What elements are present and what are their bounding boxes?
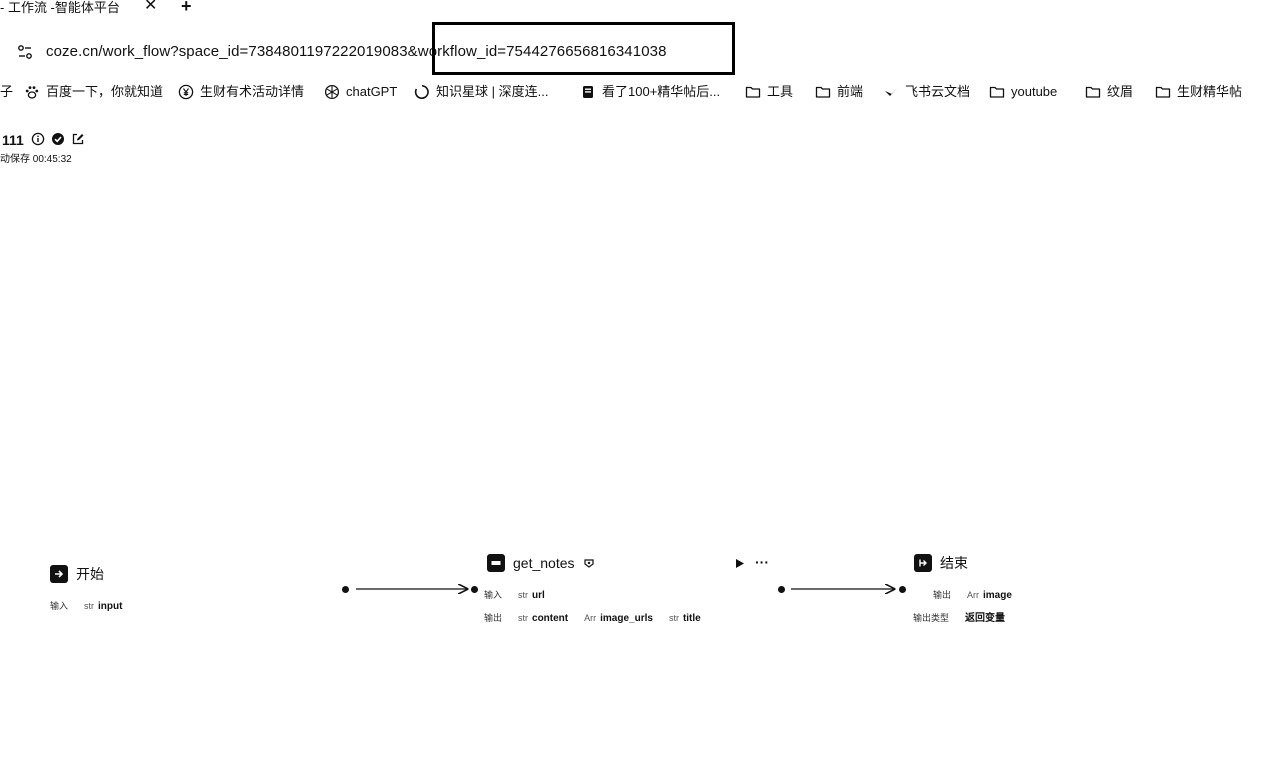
highlight-box [432, 22, 735, 75]
feishu-icon [885, 88, 897, 96]
folder-icon [989, 86, 1005, 98]
end-node-output-type: 输出类型 返回变量 [913, 612, 1005, 625]
get-notes-node-title: get_notes [513, 555, 575, 571]
get-notes-inputs: 输入 str url [484, 589, 545, 602]
bookmark-label: 纹眉 [1107, 84, 1134, 99]
start-node-icon [50, 565, 68, 583]
folder-icon [1155, 86, 1171, 98]
info-icon[interactable] [31, 132, 45, 146]
new-tab-icon[interactable]: + [181, 0, 192, 16]
end-node[interactable]: 结束 [914, 554, 968, 572]
output-label: 输出 [484, 613, 503, 623]
end-node-icon [914, 554, 932, 572]
bookmark-item[interactable]: 知识星球 | 深度连... [414, 82, 548, 102]
start-output-port[interactable] [342, 586, 349, 593]
tab-title[interactable]: - 工作流 -智能体平台 [0, 0, 120, 15]
edit-icon[interactable] [71, 132, 85, 146]
start-node-title: 开始 [76, 566, 104, 582]
type-badge: str [518, 590, 529, 600]
workflow-actions [31, 132, 85, 146]
type-badge: Arr [967, 590, 980, 600]
output-label: 输出 [933, 590, 952, 600]
bookmark-label: 百度一下，你就知道 [46, 84, 164, 99]
input-label: 输入 [484, 590, 503, 600]
bookmark-item[interactable]: 纹眉 [1085, 82, 1133, 102]
get-notes-outputs: 输出 str content Arr image_urls str title [484, 612, 701, 625]
start-node-inputs: 输入 str input [50, 600, 122, 613]
bookmark-label: 生财精华帖 [1177, 84, 1243, 99]
bookmark-label: 前端 [837, 84, 864, 99]
get-notes-output-port[interactable] [778, 586, 785, 593]
input-param: input [98, 601, 123, 612]
bookmark-item[interactable]: 工具 [745, 82, 793, 102]
paw-icon [25, 86, 39, 99]
output-type-label: 输出类型 [913, 613, 950, 623]
bookmark-label: 飞书云文档 [905, 84, 971, 99]
bookmark-item[interactable]: 生财精华帖 [1155, 82, 1242, 102]
bookmark-label: 看了100+精华帖后... [602, 84, 721, 99]
get-notes-node[interactable]: get_notes [487, 554, 595, 572]
bookmark-item[interactable]: 生财有术活动详情 [178, 82, 304, 102]
bookmark-item[interactable]: 前端 [815, 82, 863, 102]
workflow-name: 111 [2, 132, 24, 148]
book-icon [583, 86, 593, 98]
output-type-value: 返回变量 [965, 613, 1006, 624]
run-node-icon[interactable] [734, 558, 745, 569]
bookmark-label: 生财有术活动详情 [200, 84, 305, 99]
type-badge: Arr [584, 613, 597, 623]
bookmark-label: 工具 [767, 84, 794, 99]
bookmark-item[interactable]: chatGPT [324, 82, 397, 102]
type-badge: str [668, 613, 679, 623]
close-tab-icon[interactable]: ✕ [144, 0, 158, 14]
loading-ring-icon [414, 85, 429, 99]
address-bar-url[interactable]: coze.cn/work_flow?space_id=7384801197222… [46, 43, 667, 61]
url-prefix: coze.cn/work_flow?space_id=7384801197222… [46, 43, 418, 60]
type-badge: str [84, 601, 95, 611]
output-param: content [532, 613, 569, 624]
url-workflow-id: workflow_id=7544276656816341038 [417, 43, 667, 60]
folder-icon [745, 86, 761, 98]
bookmark-item[interactable]: 百度一下，你就知道 [24, 82, 163, 102]
output-param: title [682, 613, 701, 624]
output-param: image_urls [600, 613, 653, 624]
published-check-icon[interactable] [51, 132, 65, 146]
folder-icon [815, 86, 831, 98]
bookmark-label: 知识星球 | 深度连... [436, 84, 549, 99]
type-badge: str [518, 613, 529, 623]
bookmark-label: youtube [1011, 84, 1058, 99]
plugin-badge-icon [583, 559, 594, 568]
bookmark-label: 子 [0, 84, 14, 99]
openai-icon [324, 84, 340, 100]
input-label: 输入 [50, 601, 69, 611]
end-node-outputs: 输出 Arr image [933, 589, 1012, 602]
end-node-title: 结束 [940, 555, 968, 571]
autosave-status: 动保存 00:45:32 [0, 154, 72, 165]
plugin-node-icon [487, 554, 505, 572]
bookmark-label: chatGPT [346, 84, 398, 99]
bookmark-item[interactable]: 飞书云文档 [883, 82, 970, 102]
bookmarks-bar: 子 百度一下，你就知道 生财有术活动详情 chatGPT 知识星球 | 深度连.… [0, 82, 1280, 102]
more-options-button[interactable]: ··· [755, 554, 769, 570]
output-param: image [983, 590, 1012, 601]
bookmark-item[interactable]: 看了100+精华帖后... [580, 82, 720, 102]
yen-circle-icon [178, 84, 194, 100]
get-notes-input-port[interactable] [471, 586, 478, 593]
bookmark-item[interactable]: youtube [989, 82, 1057, 102]
site-settings-icon[interactable] [17, 44, 33, 60]
bookmark-item[interactable]: 子 [0, 82, 13, 102]
end-input-port[interactable] [899, 586, 906, 593]
folder-icon [1085, 86, 1101, 98]
input-param: url [532, 590, 545, 601]
start-node[interactable]: 开始 [50, 565, 104, 583]
